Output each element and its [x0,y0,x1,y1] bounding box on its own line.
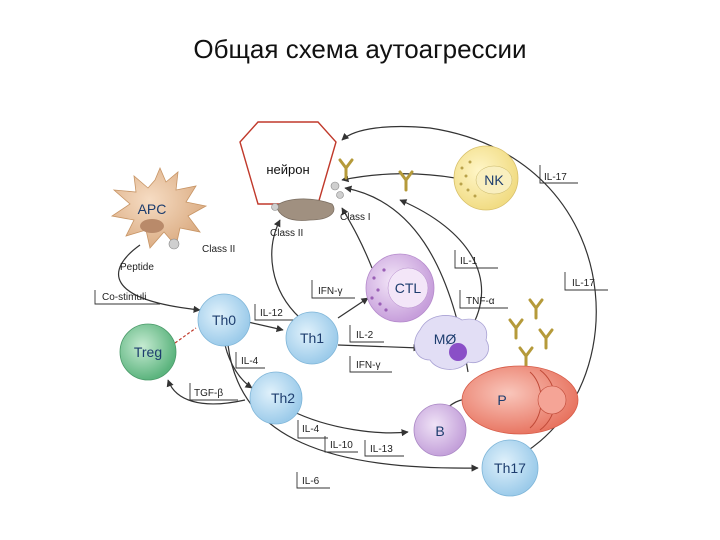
arrow-nk-to-neuron [341,173,456,183]
nk-cell: NK [453,145,519,211]
plasma-cell: P [461,365,579,435]
label-class-i: Class I [340,212,371,223]
th0-cell: Th0 [197,293,251,347]
arrow-ctl-to-neuron [341,207,373,269]
label-class-ii-top: Class II [270,228,303,239]
label-ifn-g-bottom: IFN-γ [356,360,380,371]
label-il6: IL-6 [302,476,320,487]
ctl-cell: CTL [365,253,435,323]
treg-cell: Treg [119,323,177,381]
label-il12: IL-12 [260,308,283,319]
th17-cell: Th17 [481,439,539,497]
arrow-th1-to-neuron [271,219,301,319]
apc-label: APC [138,201,167,217]
slide-title: Общая схема аутоагрессии [193,34,527,64]
macrophage-label: MØ [434,331,457,347]
th1-label: Th1 [300,330,324,346]
neuron-label: нейрон [266,162,309,177]
neuron-box: нейрон [239,121,337,205]
nk-label: NK [484,172,504,188]
th17-label: Th17 [494,460,526,476]
diagram-labels: Class I Class II Class II Peptide Co-sti… [102,172,595,487]
antibody-icons [338,158,554,368]
ctl-label: CTL [395,280,422,296]
label-peptide: Peptide [120,262,154,273]
label-il4-bottom: IL-4 [302,424,320,435]
label-il4-top: IL-4 [241,356,259,367]
arrow-th1-to-macrophage [337,344,421,352]
label-il13: IL-13 [370,444,393,455]
macrophage-cell: MØ [414,315,489,370]
th0-label: Th0 [212,312,236,328]
arrow-th2-to-treg [166,379,246,405]
target-tissue [271,181,344,221]
label-il17-top: IL-17 [544,172,567,183]
arrow-th1-to-ctl [337,297,369,319]
arrow-macrophage-to-neuron [399,199,483,331]
arrow-th0-to-th17 [227,344,479,472]
cytokine-brackets [94,165,608,489]
label-il2: IL-2 [356,330,374,341]
inhibit-treg-to-th0 [174,327,197,344]
label-il17-right: IL-17 [572,278,595,289]
arrow-th0-to-th1 [247,321,284,333]
label-tnf-a: TNF-α [466,296,495,307]
label-il1: IL-1 [460,256,478,267]
plasma-label: P [497,392,506,408]
arrow-apc-to-th0 [117,244,201,313]
b-cell: B [413,403,467,457]
label-class-ii-apc: Class II [202,244,235,255]
arrow-th2-to-b [289,409,409,437]
b-label: B [435,423,444,439]
th1-cell: Th1 [285,311,339,365]
th2-label: Th2 [271,390,295,406]
treg-label: Treg [134,344,162,360]
arrow-th0-to-th2 [224,344,253,389]
label-tgf-b: TGF-β [194,388,223,399]
label-co-stimuli: Co-stimuli [102,292,146,303]
th2-cell: Th2 [249,371,303,425]
label-ifn-g-top: IFN-γ [318,286,342,297]
apc-cell: APC [110,166,208,250]
label-il10: IL-10 [330,440,353,451]
